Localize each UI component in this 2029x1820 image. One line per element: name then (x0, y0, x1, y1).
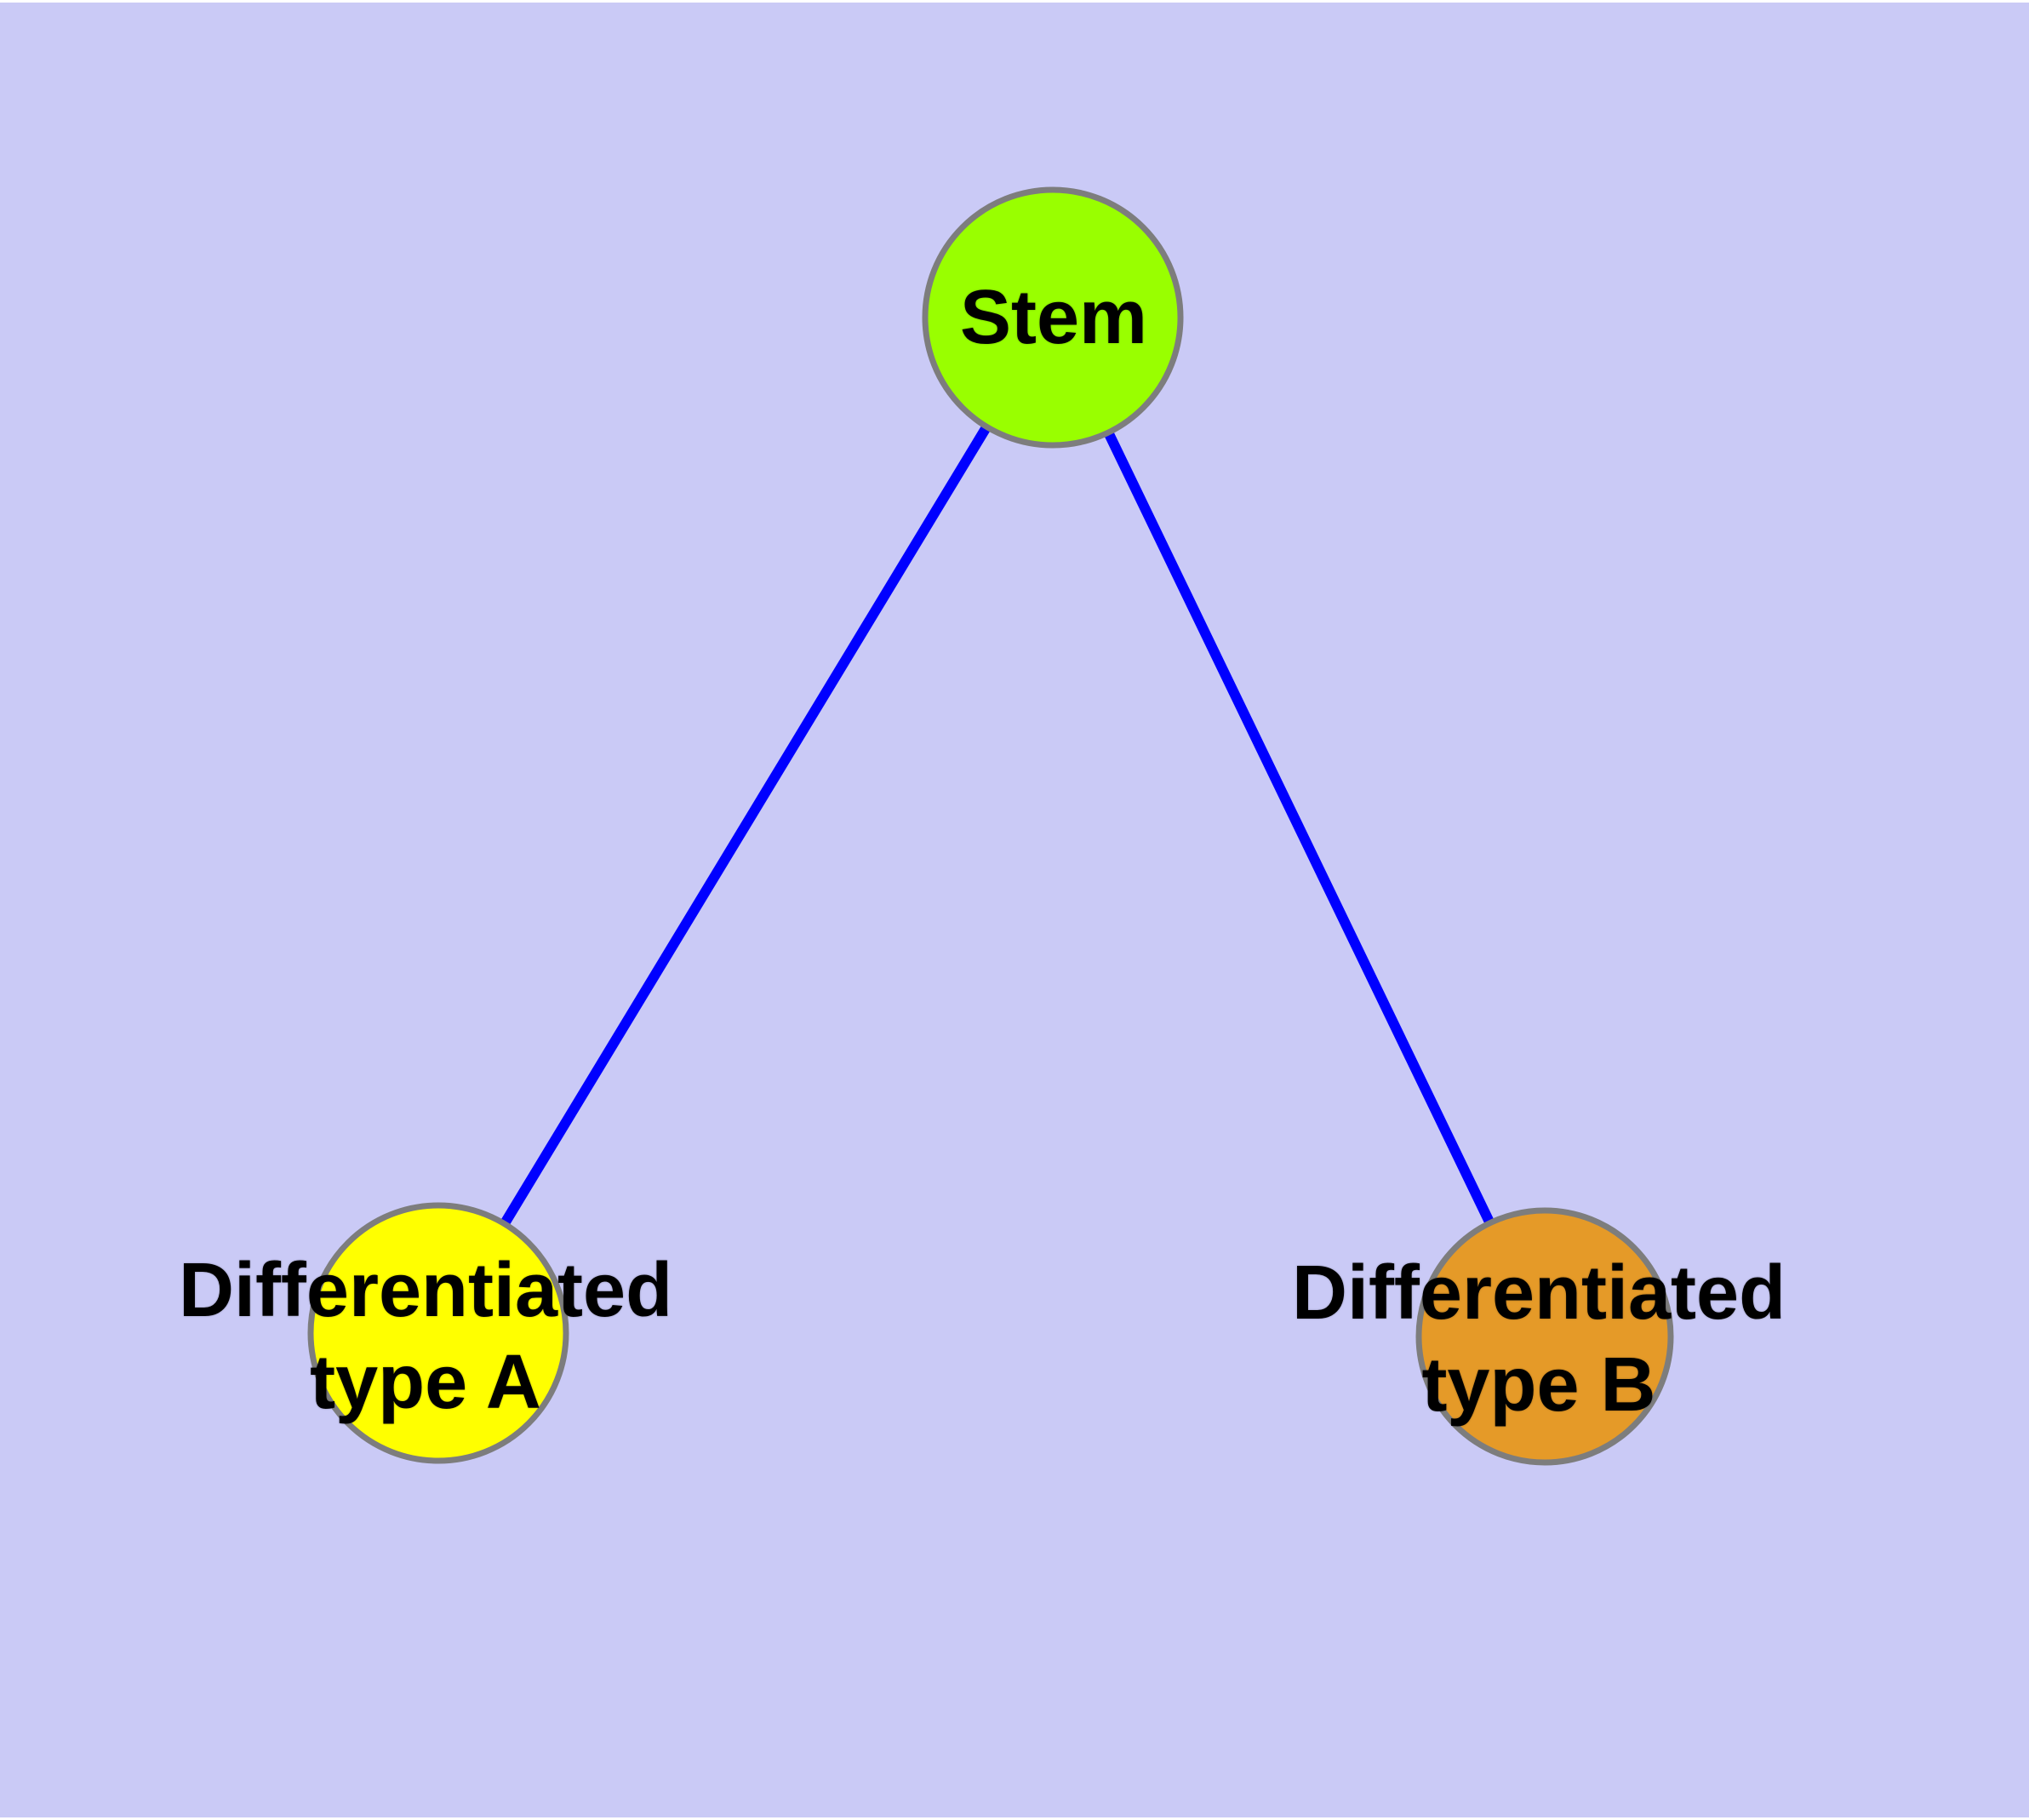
node-stem-label: Stem (959, 275, 1148, 360)
node-type-b-circle (1415, 1207, 1674, 1466)
edge-stem-to-type-a (433, 314, 1058, 1336)
node-type-b-label-line1: Differentiated (1291, 1251, 1786, 1336)
edge-stem-to-type-b (1048, 315, 1550, 1339)
node-stem-circle (922, 186, 1184, 449)
node-type-b-label-line2: type B (1421, 1342, 1656, 1428)
node-type-a-label-line1: Differentiated (178, 1248, 673, 1333)
node-type-a-circle (307, 1202, 569, 1464)
diagram-canvas: Stem Differentiated type A Differentiate… (0, 3, 2029, 1817)
node-type-a-label-line2: type A (310, 1340, 541, 1425)
node-type-a-label: Differentiated type A (179, 1245, 672, 1428)
node-type-b-label: Differentiated type B (1292, 1247, 1786, 1431)
diagram-graphics (307, 186, 1674, 1466)
